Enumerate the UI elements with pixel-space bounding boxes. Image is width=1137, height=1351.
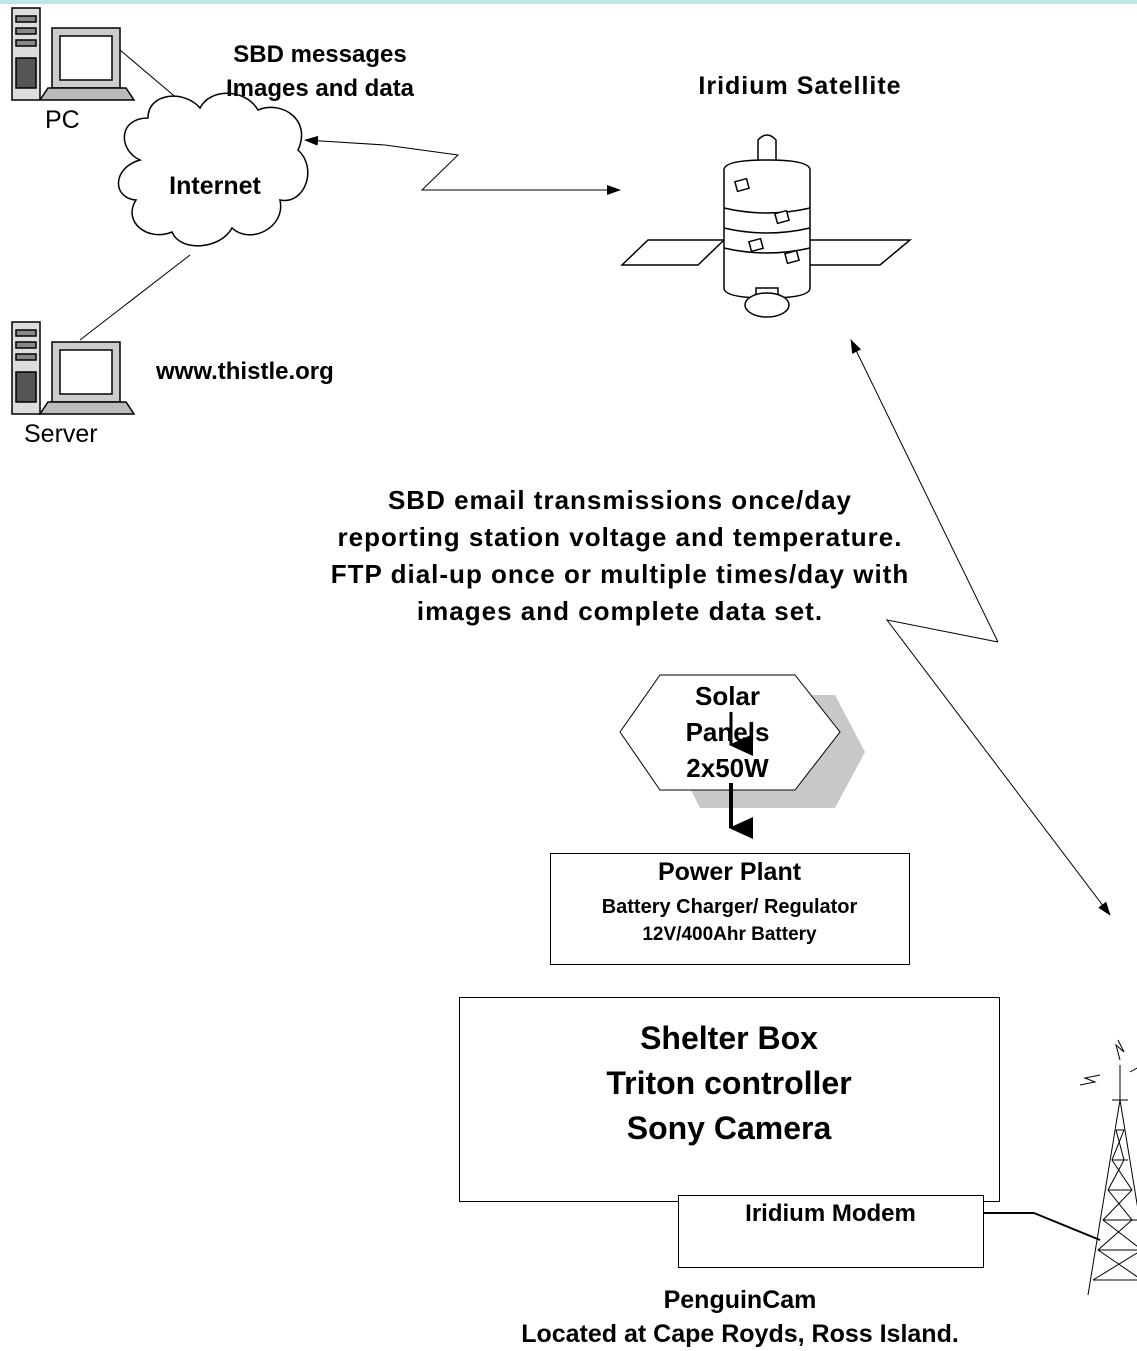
sbd-messages-label: SBD messages Images and data — [225, 41, 415, 102]
internet-cloud-icon — [117, 92, 309, 247]
caption: PenguinCam Located at Cape Royds, Ross I… — [521, 1286, 959, 1348]
website-label: www.thistle.org — [156, 358, 334, 385]
pc-computer-icon — [11, 7, 136, 101]
pc-label: PC — [45, 106, 80, 134]
power-plant-title: Power Plant — [657, 858, 802, 886]
server-computer-icon — [11, 321, 136, 415]
internet-label: Internet — [169, 172, 261, 200]
server-label: Server — [24, 420, 98, 448]
shelter-box: Shelter Box Triton controller Sony Camer… — [459, 997, 1000, 1202]
power-plant-line1: Battery Charger/ Regulator — [601, 896, 858, 918]
shelter-text: Shelter Box Triton controller Sony Camer… — [606, 1020, 852, 1146]
radio-tower-icon — [1079, 1039, 1137, 1296]
iridium-modem-label: Iridium Modem — [745, 1200, 916, 1227]
top-border — [0, 0, 1137, 4]
iridium-satellite-icon — [620, 134, 913, 318]
power-plant-line2: 12V/400Ahr Battery — [642, 924, 817, 945]
iridium-modem-box: Iridium Modem — [678, 1195, 984, 1268]
power-plant-box: Power Plant Battery Charger/ Regulator 1… — [550, 853, 910, 965]
satellite-label: Iridium Satellite — [698, 72, 902, 100]
solar-panels-label: Solar Panels 2x50W — [685, 681, 770, 783]
transmission-note: SBD email transmissions once/day reporti… — [330, 485, 910, 626]
